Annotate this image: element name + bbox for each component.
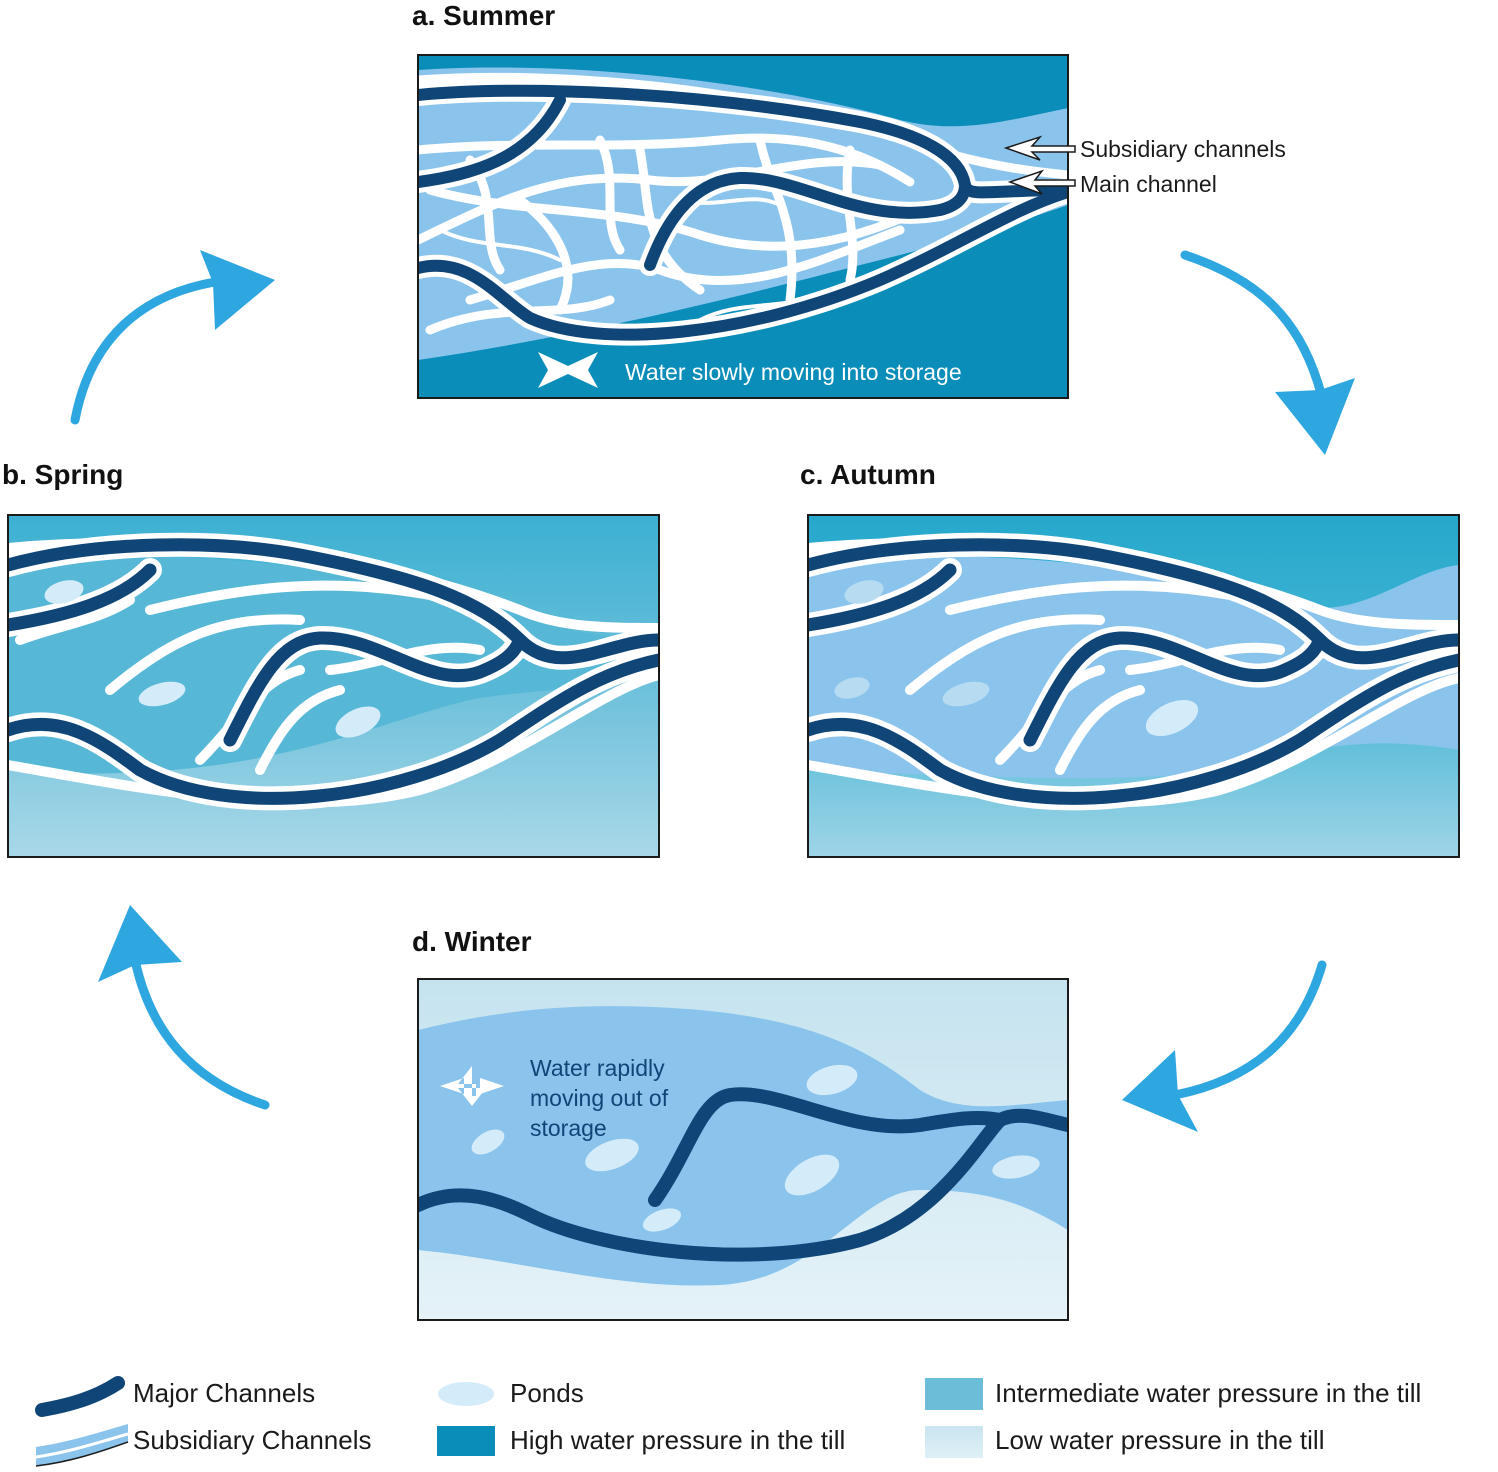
pond [138,681,186,707]
pond [44,580,84,604]
annotation-water-out-line3: storage [530,1115,607,1141]
panel-autumn [808,515,1459,857]
annotation-subsidiary-channels: Subsidiary channels [1080,136,1286,162]
legend-intermediate-pressure: Intermediate water pressure in the till [995,1378,1421,1408]
panel-winter [418,979,1068,1320]
legend-intermediate-pressure-swatch [925,1378,983,1410]
panel-autumn-frame [807,514,1460,858]
panel-title-summer: a. Summer [412,0,555,31]
pond [834,677,870,699]
legend-low-pressure-swatch [925,1426,983,1458]
cycle-arrow-winter-to-spring [130,955,270,1110]
panel-summer [418,55,1068,398]
arrow-head-icon [98,905,182,982]
pond [942,681,990,707]
storage-outflow-icon [440,1066,504,1106]
pond [585,1138,639,1172]
cycle-arrow-spring-to-summer [70,277,220,425]
panel-title-spring: b. Spring [2,459,123,490]
arrow-head-icon [1122,1050,1198,1132]
panel-summer-frame [417,54,1069,399]
panel-spring-frame [7,514,660,858]
annotation-water-out-line1: Water rapidly [530,1055,665,1081]
pond [1145,699,1199,737]
storage-inflow-icon [538,352,598,388]
annotation-main-channel: Main channel [1080,171,1217,197]
pond [471,1129,505,1155]
pond [844,580,884,604]
cycle-arrow-autumn-to-winter [1170,960,1327,1100]
pond [806,1064,858,1096]
legend-low-pressure: Low water pressure in the till [995,1425,1324,1455]
legend-high-pressure: High water pressure in the till [510,1425,845,1455]
cycle-arrow-heads [98,250,1355,1132]
legend-ponds: Ponds [510,1378,584,1408]
cycle-arrow-summer-to-autumn [1180,250,1325,395]
panel-winter-frame [417,978,1069,1321]
legend-major-channels: Major Channels [133,1378,315,1408]
pond [784,1154,840,1196]
arrow-head-icon [200,250,275,330]
cycle-arrows [70,250,1327,1110]
legend-high-pressure-swatch [437,1426,495,1456]
pond [642,1208,682,1232]
pond [335,706,381,738]
panel-title-autumn: c. Autumn [800,459,936,490]
annotation-water-into-storage: Water slowly moving into storage [625,359,962,385]
annotation-water-out-line2: moving out of [530,1085,669,1111]
main-channel-pointer-icon [1007,169,1076,195]
legend-subsidiary-channels: Subsidiary Channels [133,1425,371,1455]
pond [992,1155,1040,1179]
legend: Major Channels Subsidiary Channels Ponds… [35,1376,1421,1467]
subsidiary-channels-pointer-icon [1003,135,1076,161]
legend-major-channel-swatch [35,1376,125,1417]
legend-pond-swatch [438,1382,494,1406]
panel-spring [8,515,659,857]
legend-subsidiary-channel-swatch [36,1424,128,1466]
panel-title-winter: d. Winter [412,926,532,957]
arrow-head-icon [1275,378,1355,455]
